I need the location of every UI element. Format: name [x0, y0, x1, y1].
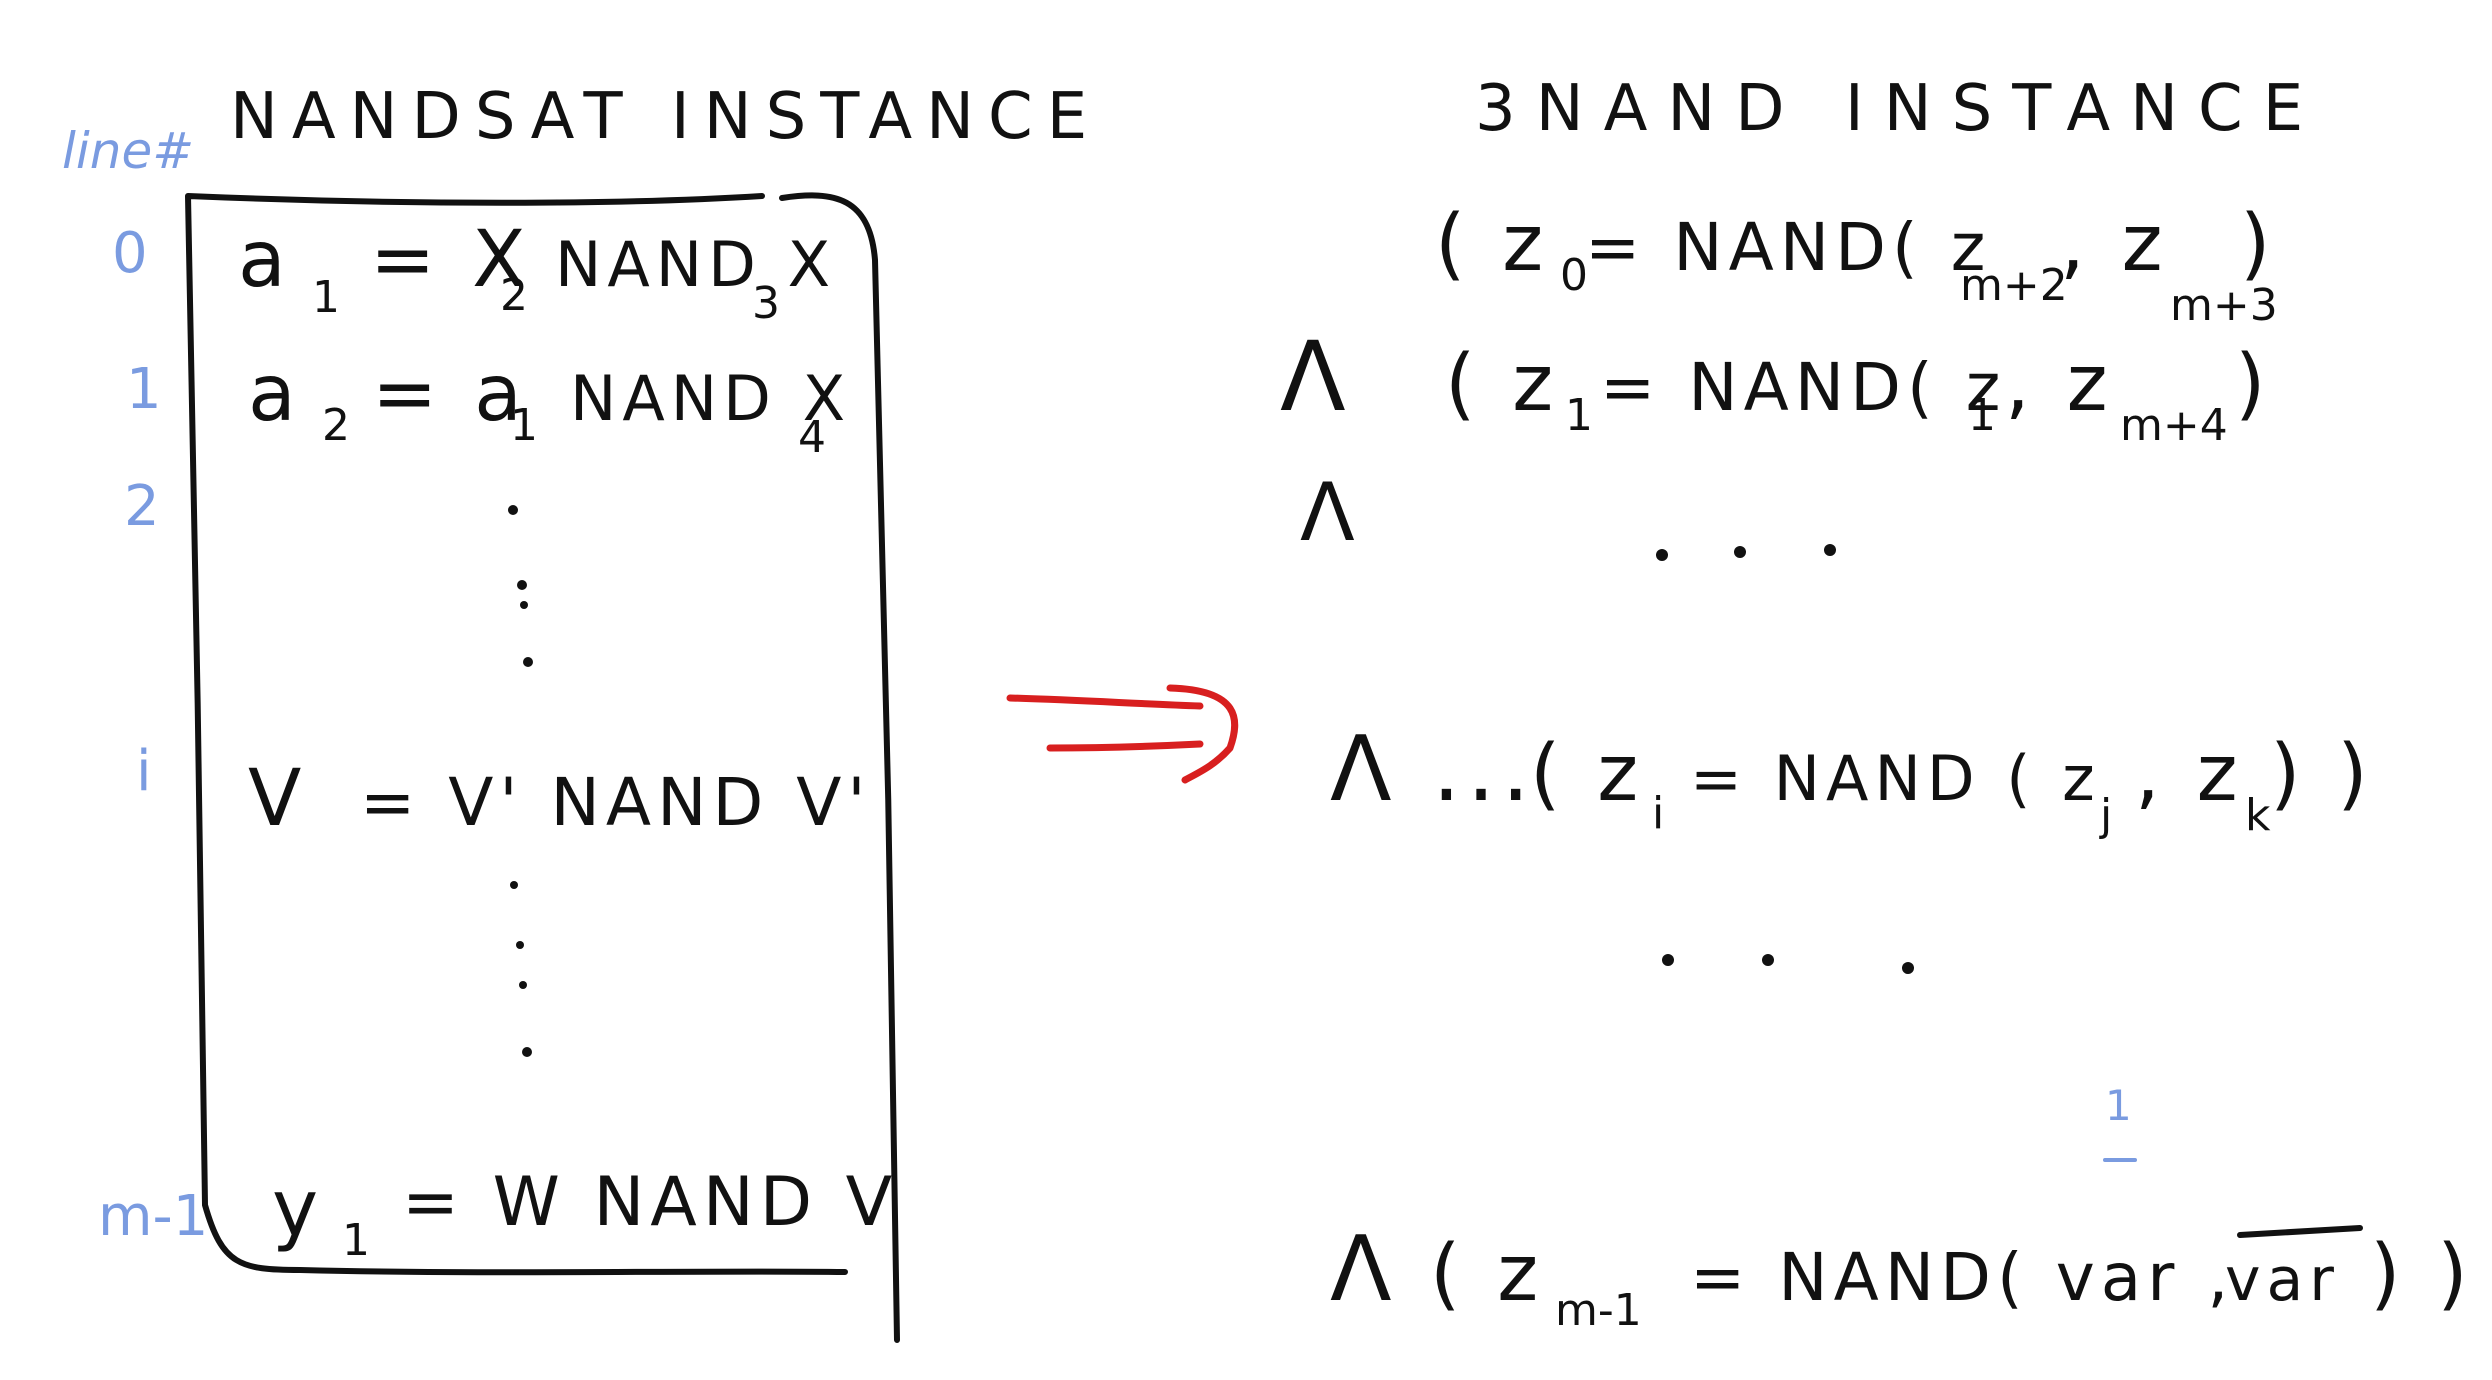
row-0-lhs-sub: 1 [312, 272, 340, 323]
row-1-rhs-sub: 1 [510, 400, 538, 451]
clause-i-and: Λ ... [1330, 717, 1536, 822]
nandsat-dots-upper [508, 505, 533, 667]
clause-i-sub2: j [2099, 790, 2112, 841]
nandsat-box [185, 192, 900, 1343]
clause-0-sub3: m+3 [2170, 280, 2278, 331]
row-1-lhs: a [248, 349, 302, 439]
clause-1-sub3: m+4 [2120, 400, 2228, 451]
row-1-rhs: = a [372, 349, 528, 439]
line-number-2: 2 [124, 474, 160, 539]
clause-i-sub: i [1652, 788, 1664, 839]
clause-m1-sub: m-1 [1555, 1285, 1642, 1336]
row-i-rhs: = V' NAND V' [360, 764, 872, 841]
negation-bar [2237, 1225, 2363, 1238]
row-0-rhs: = X [370, 215, 532, 305]
clause-m1-and: Λ [1330, 1217, 1398, 1322]
nandsat-row-1: a 2 = a 1 NAND X 4 [248, 349, 851, 463]
clause-m1-var-negated: var [2225, 1245, 2340, 1315]
implication-arrow: ⟹ [1006, 684, 1239, 784]
overline-annotation: 1 [2103, 1081, 2137, 1162]
row-i-lhs: V [248, 754, 307, 844]
nandsat-row-0: a 1 = X 2 NAND X 3 [238, 215, 836, 329]
clause-1-nand: = NAND( z [1600, 349, 2006, 426]
clause-i-sub3: k [2245, 790, 2271, 841]
clause-0-open: ( z [1435, 199, 1549, 289]
clause-1-and: Λ [1280, 321, 1352, 433]
clause-0: ( z 0 = NAND( z m+2 , z m+3 ) [1435, 199, 2278, 331]
row-0-rhs-sub: 2 [500, 270, 528, 321]
overline-mark: 1 [2105, 1081, 2132, 1130]
clause-1-open: ( z [1445, 339, 1559, 429]
three-nand-title: 3NAND INSTANCE [1475, 72, 2323, 146]
clause-1-mid2: , z [2005, 339, 2114, 429]
clause-2-and: Λ [1300, 466, 1361, 559]
clause-0-nand: = NAND( z [1585, 209, 1991, 286]
clause-m1-close: ) ) [2370, 1229, 2474, 1319]
clause-1: Λ ( z 1 = NAND( z 1 , z m+4 ) [1280, 321, 2271, 451]
clause-2: Λ [1300, 466, 1361, 559]
nandsat-panel: NANDSAT INSTANCE line# 0 1 2 i m-1 a 1 =… [62, 80, 1101, 1343]
row-0-op: NAND X [555, 228, 836, 301]
row-1-lhs-sub: 2 [322, 400, 350, 451]
ellipsis-2-text: . . . [0, 0, 2, 1]
row-m1-lhs-sub: 1 [342, 1215, 370, 1266]
line-number-header: line# [62, 122, 194, 180]
clause-i-nand: = NAND ( z [1690, 742, 2101, 815]
row-0-lhs: a [238, 215, 292, 305]
clause-i-open: ( z [1530, 729, 1644, 819]
nandsat-title: NANDSAT INSTANCE [230, 80, 1101, 154]
row-1-op-sub: 4 [798, 412, 826, 463]
nandsat-row-i: V = V' NAND V' [248, 754, 872, 844]
row-m1-lhs: y [272, 1164, 324, 1254]
row-0-op-sub: 3 [752, 278, 780, 329]
clause-1-close: ) [2235, 339, 2271, 429]
clause-1-sub: 1 [1565, 390, 1593, 441]
clause-1-sub2: 1 [1968, 390, 1996, 441]
line-number-0: 0 [112, 221, 148, 286]
clause-m1-open: ( z [1430, 1229, 1544, 1319]
row-m1-rhs: = W NAND V [402, 1163, 898, 1242]
nandsat-row-m-1: y 1 = W NAND V [272, 1163, 898, 1266]
clause-i-close: ) ) [2270, 729, 2374, 819]
three-nand-panel: 3NAND INSTANCE ( z 0 = NAND( z m+2 , z m… [0, 0, 2474, 1336]
clause-0-sub: 0 [1560, 250, 1588, 301]
line-number-1: 1 [126, 357, 162, 422]
clause-0-close: ) [2240, 199, 2276, 289]
clause-m-1: Λ ( z m-1 = NAND( var , var ) ) [1330, 1217, 2474, 1336]
clause-0-mid2: , z [2060, 199, 2169, 289]
nandsat-dots-lower [510, 881, 532, 1057]
row-1-op: NAND X [570, 362, 851, 435]
ellipsis-1: . . . [1656, 544, 1836, 561]
clause-m1-nand: = NAND( var , [1690, 1239, 2234, 1316]
clause-i-mid2: , z [2135, 729, 2244, 819]
line-number-m-1: m-1 [98, 1184, 208, 1249]
clause-i: Λ ... ( z i = NAND ( z j , z k ) ) [1330, 717, 2374, 841]
clause-0-sub2: m+2 [1960, 260, 2068, 311]
line-number-i: i [136, 739, 152, 804]
ellipsis-2: . . . [0, 0, 1914, 974]
